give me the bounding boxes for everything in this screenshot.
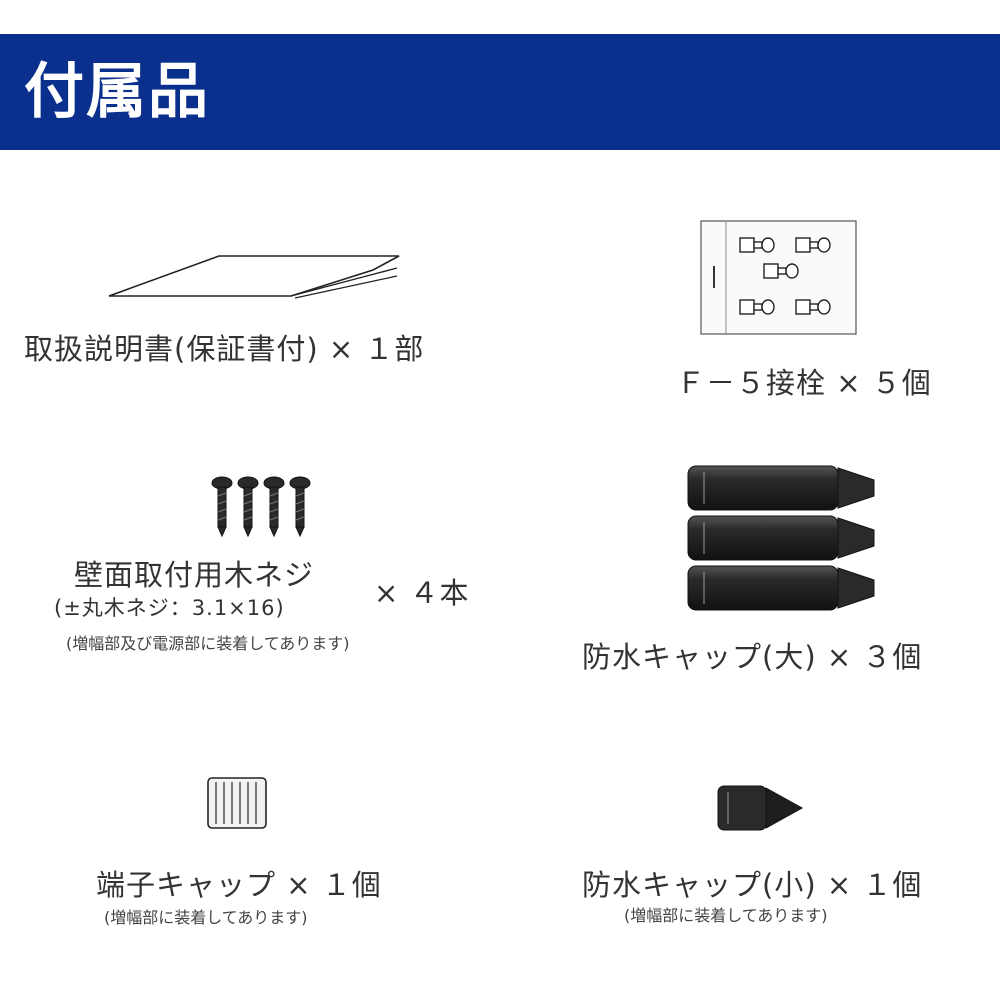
terminal-cap-icon <box>207 777 267 829</box>
waterproof-cap-small-note: (増幅部に装着してあります) <box>624 906 828 925</box>
header-banner: 付属品 <box>0 34 1000 150</box>
wood-screws-label: 壁面取付用木ネジ <box>74 558 315 592</box>
wood-screws-qty: × ４本 <box>374 576 470 610</box>
terminal-cap-label: 端子キャップ × １個 <box>96 868 382 902</box>
waterproof-cap-small-icon <box>717 785 804 831</box>
folded-manual-icon <box>108 255 400 299</box>
wood-screws-note: (増幅部及び電源部に装着してあります) <box>66 634 350 653</box>
manual-label: 取扱説明書(保証書付) × １部 <box>24 332 425 366</box>
waterproof-cap-large-icon <box>687 465 875 611</box>
terminal-cap-note: (増幅部に装着してあります) <box>104 908 308 927</box>
screw-icon <box>211 476 311 538</box>
f5-connector-label: Ｆ－５接栓 × ５個 <box>676 366 932 400</box>
waterproof-cap-small-label: 防水キャップ(小) × １個 <box>582 868 923 902</box>
waterproof-cap-large-label: 防水キャップ(大) × ３個 <box>582 640 923 674</box>
connector-pack-icon <box>700 220 857 335</box>
page-title: 付属品 <box>24 57 210 127</box>
wood-screws-sub-label: (±丸木ネジ：3.1×16) <box>54 596 285 620</box>
